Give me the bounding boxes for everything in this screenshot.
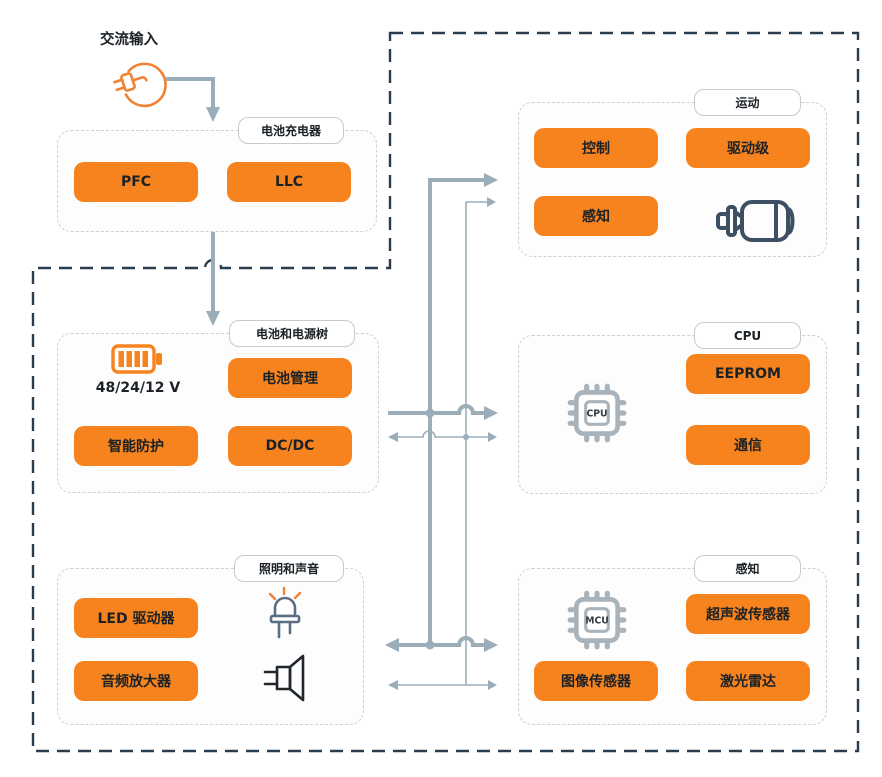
block-led-driver[interactable]: LED 驱动器	[74, 598, 198, 638]
signal-bus-arrowheads	[388, 197, 497, 690]
arrowhead-right-icon	[487, 197, 496, 207]
arrowhead-right-icon	[484, 173, 498, 187]
group-label-battery-power-tree: 电池和电源树	[229, 320, 355, 347]
group-label-sensing: 感知	[694, 555, 801, 582]
block-eeprom[interactable]: EEPROM	[686, 354, 810, 394]
block-audio-amplifier[interactable]: 音频放大器	[74, 661, 198, 701]
arrowhead-right-icon	[488, 680, 497, 690]
plug-icon	[113, 62, 167, 108]
block-battery-management[interactable]: 电池管理	[228, 358, 352, 398]
block-lidar[interactable]: 激光雷达	[686, 661, 810, 701]
signal-bus-mid	[398, 430, 488, 438]
power-bus-mid	[388, 404, 484, 415]
ac-input-label: 交流输入	[100, 32, 158, 48]
block-pfc[interactable]: PFC	[74, 162, 198, 202]
block-ultrasonic-sensor[interactable]: 超声波传感器	[686, 594, 810, 634]
block-drive-stage[interactable]: 驱动级	[686, 128, 810, 168]
signal-bus-vertical	[465, 201, 487, 685]
junction-dot	[425, 640, 435, 650]
group-label-lighting-sound: 照明和声音	[234, 555, 344, 582]
block-image-sensor[interactable]: 图像传感器	[534, 661, 658, 701]
battery-icon	[111, 344, 162, 374]
system-boundary-border	[31, 31, 860, 753]
arrowhead-left-icon	[388, 680, 398, 690]
power-bus-bottom	[399, 636, 484, 647]
group-label-battery-charger: 电池充电器	[238, 117, 344, 144]
cpu-chip-label: CPU	[586, 409, 607, 420]
plug-arrow-line	[166, 77, 215, 109]
arrowhead-left-icon	[385, 638, 399, 652]
speaker-icon	[263, 654, 305, 702]
led-icon	[268, 586, 302, 639]
block-communication[interactable]: 通信	[686, 425, 810, 465]
arrowhead-right-icon	[488, 432, 497, 442]
group-sensing: 感知 MCU 超声波传感器 图像传感器 激光雷达	[518, 555, 827, 725]
mcu-chip-label: MCU	[585, 616, 609, 627]
battery-voltage-label: 48/24/12 V	[95, 380, 181, 396]
group-motion: 运动 控制 驱动级 感知	[518, 89, 827, 257]
mcu-chip-icon: MCU	[567, 590, 627, 650]
group-label-cpu: CPU	[694, 322, 801, 349]
group-battery-charger: 电池充电器 PFC LLC	[57, 117, 377, 232]
block-dcdc[interactable]: DC/DC	[228, 426, 352, 466]
block-sensing[interactable]: 感知	[534, 196, 658, 236]
block-smart-protection[interactable]: 智能防护	[74, 426, 198, 466]
block-control[interactable]: 控制	[534, 128, 658, 168]
group-cpu: CPU CPU EEPROM 通信	[518, 322, 827, 494]
arrowhead-right-icon	[484, 638, 498, 652]
arrowhead-down-icon	[206, 311, 220, 326]
group-battery-power-tree: 电池和电源树 48/24/12 V 电池管理 智能防护 DC/DC	[57, 320, 379, 493]
motor-icon	[716, 200, 795, 242]
arrowhead-down-icon	[206, 107, 220, 122]
power-bus-vertical	[428, 178, 484, 645]
group-lighting-sound: 照明和声音 LED 驱动器 音频放大器	[57, 555, 364, 725]
power-bus-arrowheads	[206, 107, 498, 652]
power-bus	[166, 77, 484, 647]
battery-figure: 48/24/12 V	[73, 342, 203, 396]
signal-bus	[465, 201, 487, 685]
block-llc[interactable]: LLC	[227, 162, 351, 202]
cpu-chip-icon: CPU	[567, 383, 627, 443]
signal-lines	[398, 430, 488, 686]
arrowhead-right-icon	[484, 406, 498, 420]
arrowhead-left-icon	[388, 432, 398, 442]
junction-dot	[425, 408, 435, 418]
group-label-motion: 运动	[694, 89, 801, 116]
junction-dot	[463, 434, 469, 440]
